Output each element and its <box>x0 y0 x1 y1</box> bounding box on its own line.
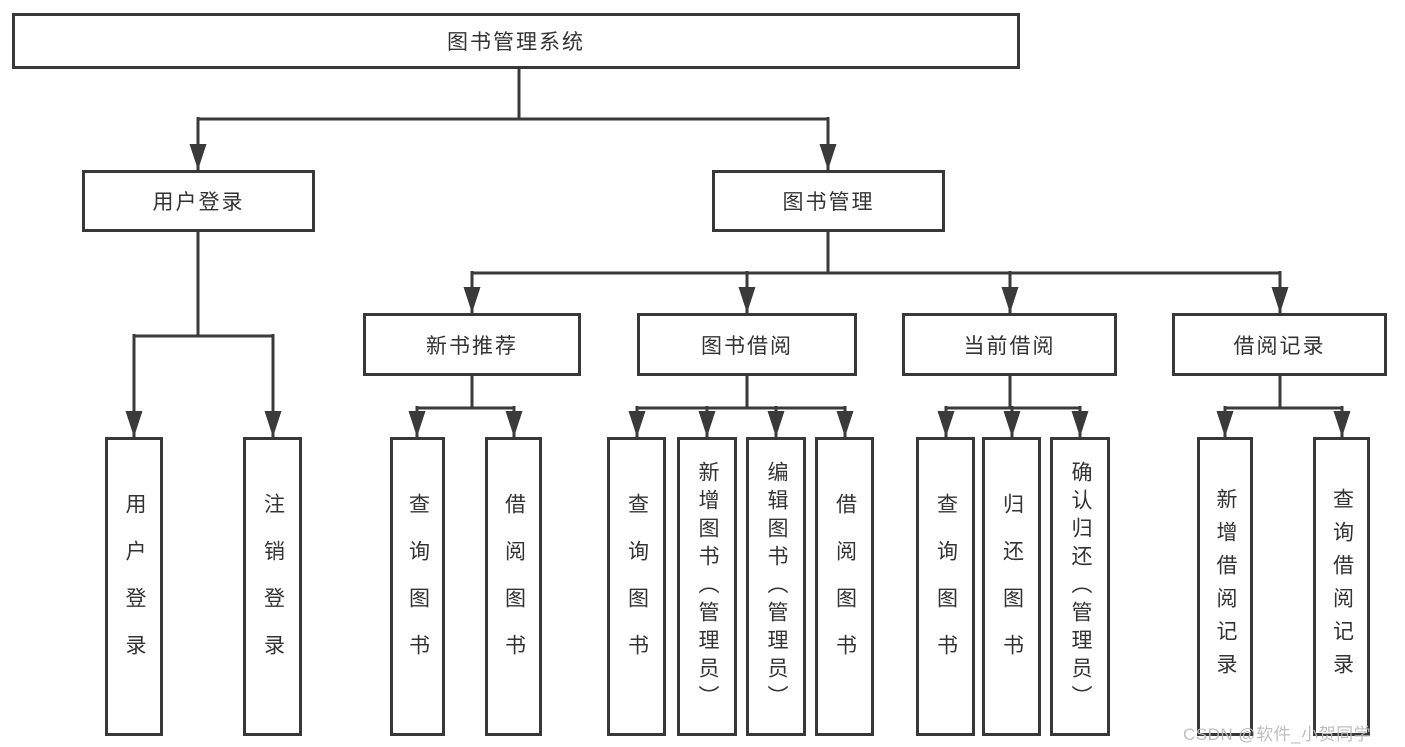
leaf-confirm-return-admin: 确认归还（管理员） <box>1050 437 1110 736</box>
leaf-query-borrow-record: 查询借阅记录 <box>1313 437 1370 736</box>
node-new-book-recommend: 新书推荐 <box>363 313 581 376</box>
leaf-add-books-admin: 新增图书（管理员） <box>677 437 737 736</box>
csdn-watermark: CSDN @软件_小贺同学 <box>1183 725 1372 744</box>
leaf-edit-books-admin: 编辑图书（管理员） <box>746 437 806 736</box>
node-library-management-system: 图书管理系统 <box>12 13 1020 69</box>
leaf-logout: 注销登录 <box>243 437 302 736</box>
leaf-query-books: 查询图书 <box>390 437 445 736</box>
node-book-management: 图书管理 <box>712 170 945 232</box>
leaf-add-borrow-record: 新增借阅记录 <box>1197 437 1253 736</box>
leaf-borrow-books: 借阅图书 <box>485 437 542 736</box>
node-book-borrow: 图书借阅 <box>637 313 857 376</box>
leaf-borrow-books: 借阅图书 <box>815 437 874 736</box>
leaf-query-books: 查询图书 <box>607 437 666 736</box>
leaf-user-login: 用户登录 <box>105 437 163 736</box>
node-current-borrow: 当前借阅 <box>902 313 1117 376</box>
node-user-login: 用户登录 <box>82 170 315 232</box>
node-borrow-records: 借阅记录 <box>1172 313 1387 376</box>
leaf-query-books: 查询图书 <box>916 437 975 736</box>
leaf-return-books: 归还图书 <box>982 437 1041 736</box>
